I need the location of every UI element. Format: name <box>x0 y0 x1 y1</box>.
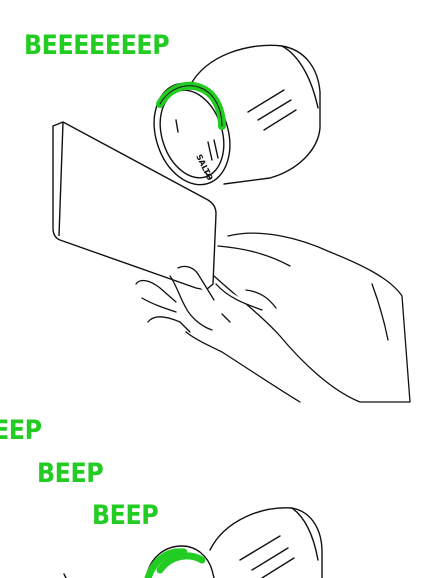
door-reader-icon <box>142 45 320 194</box>
beep-short-label-3: BEEP <box>92 502 158 529</box>
beep-long-label: BEEEEEEEP <box>24 32 169 59</box>
beep-short-label-2: BEEP <box>37 460 103 487</box>
beep-short-label-1: EEP <box>0 417 42 444</box>
